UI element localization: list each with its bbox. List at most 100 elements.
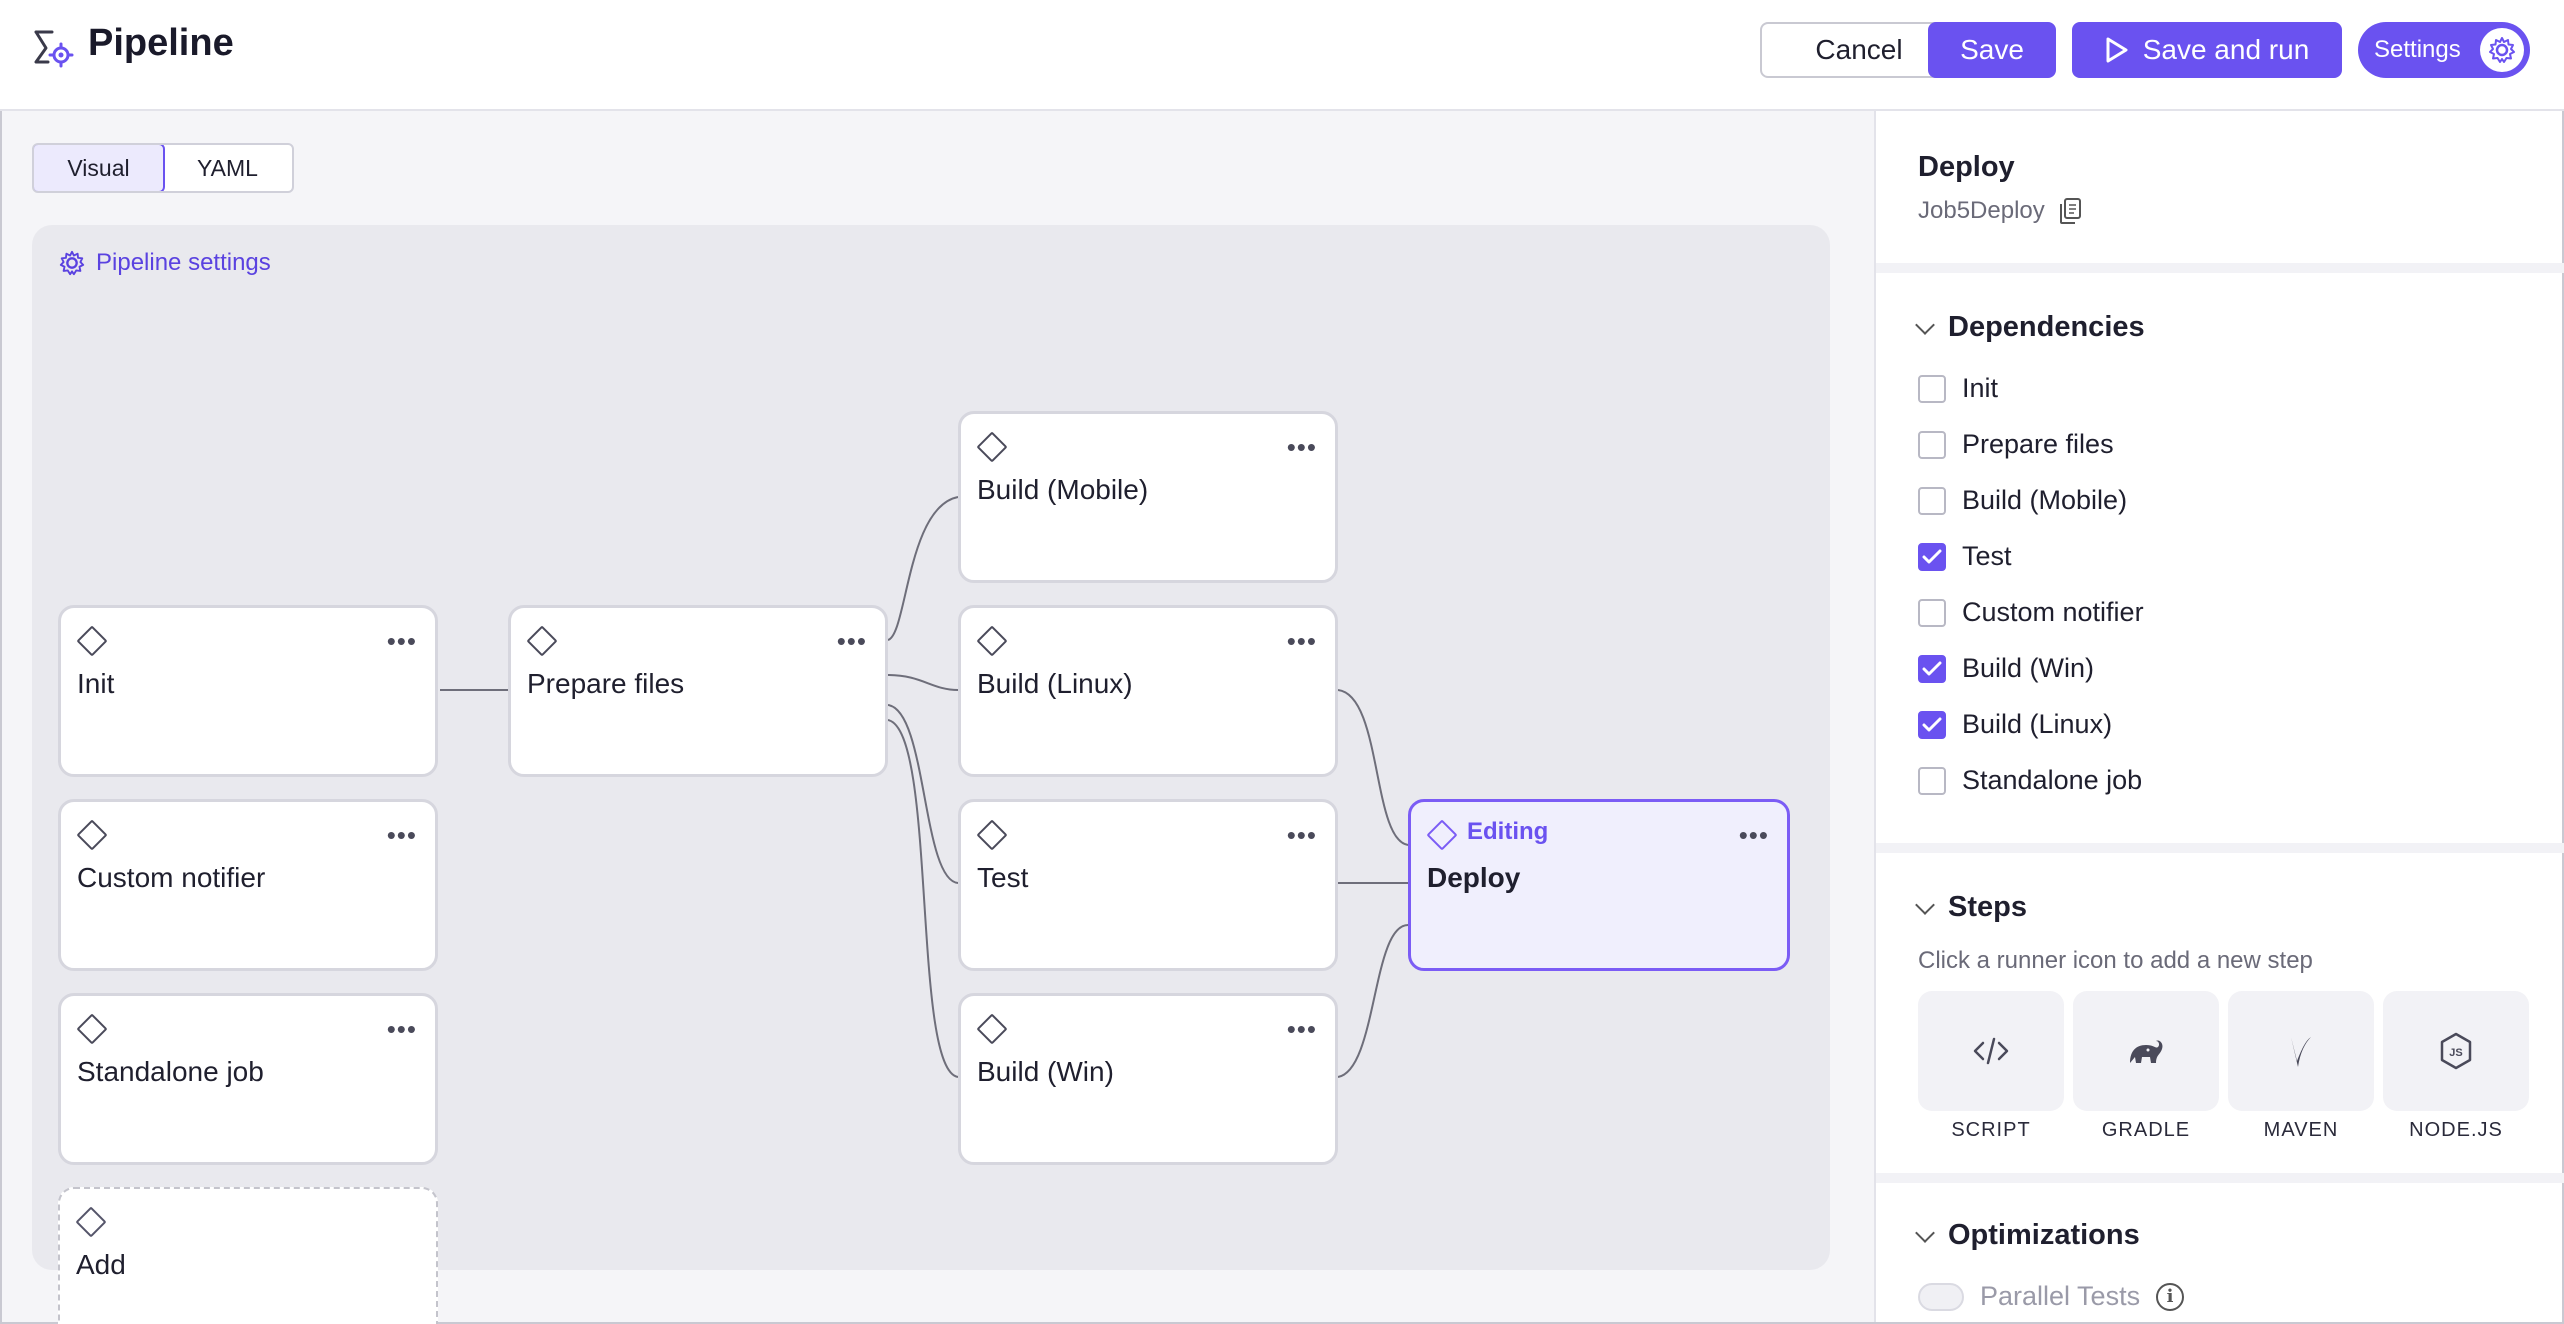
save-button[interactable]: Save bbox=[1928, 22, 2056, 78]
runner-label: GRADLE bbox=[2101, 1119, 2191, 1141]
section-heading: Optimizations bbox=[1948, 1219, 2140, 1251]
edge-prepare-mobile bbox=[887, 496, 959, 641]
more-options-icon[interactable]: ••• bbox=[1286, 432, 1317, 462]
diamond-icon bbox=[1426, 819, 1458, 851]
job-card-build-linux[interactable]: ••• Build (Linux) bbox=[958, 605, 1338, 777]
job-name: Deploy bbox=[1427, 862, 1521, 893]
diamond-icon bbox=[76, 625, 108, 657]
nodejs-icon: JS bbox=[2440, 1032, 2472, 1070]
edge-win-deploy bbox=[1337, 924, 1409, 1078]
editing-badge: Editing bbox=[1467, 818, 1549, 845]
job-card-prepare-files[interactable]: ••• Prepare files bbox=[508, 605, 888, 777]
job-card-test[interactable]: ••• Test bbox=[958, 799, 1338, 971]
dependency-item-standalone-job[interactable]: Standalone job bbox=[1918, 765, 2142, 796]
dependency-label: Build (Mobile) bbox=[1962, 485, 2128, 515]
dependency-label: Build (Win) bbox=[1962, 653, 2095, 683]
top-bar: Pipeline Cancel Save Save and run Settin… bbox=[0, 0, 2564, 111]
section-heading: Steps bbox=[1948, 891, 2027, 923]
save-and-run-label: Save and run bbox=[2142, 34, 2310, 65]
runner-gradle-button[interactable] bbox=[2073, 991, 2219, 1111]
checkbox[interactable] bbox=[1918, 430, 1946, 459]
dependency-label: Custom notifier bbox=[1962, 597, 2144, 627]
checkbox[interactable] bbox=[1918, 374, 1946, 403]
diamond-icon bbox=[976, 625, 1008, 657]
job-name: Init bbox=[77, 668, 115, 699]
job-settings-panel: Deploy Job5Deploy Dependencies Init Prep… bbox=[1874, 111, 2564, 1322]
tab-visual[interactable]: Visual bbox=[34, 145, 165, 191]
more-options-icon[interactable]: ••• bbox=[1286, 820, 1317, 850]
job-name: Standalone job bbox=[77, 1056, 264, 1087]
job-card-standalone-job[interactable]: ••• Standalone job bbox=[58, 993, 438, 1165]
dependency-item-init[interactable]: Init bbox=[1918, 373, 1998, 404]
gradle-icon bbox=[2130, 1040, 2163, 1063]
more-options-icon[interactable]: ••• bbox=[386, 1014, 417, 1044]
diamond-icon bbox=[76, 1013, 108, 1045]
play-icon bbox=[2106, 37, 2128, 63]
add-job-card[interactable]: Add bbox=[58, 1187, 438, 1324]
info-icon[interactable]: i bbox=[2156, 1282, 2185, 1311]
dependency-edges bbox=[440, 496, 1409, 1078]
settings-label: Settings bbox=[2374, 36, 2461, 63]
checkbox-checked[interactable] bbox=[1918, 542, 1946, 571]
more-options-icon[interactable]: ••• bbox=[1286, 1014, 1317, 1044]
job-name: Build (Linux) bbox=[977, 668, 1133, 699]
job-card-init[interactable]: ••• Init bbox=[58, 605, 438, 777]
dependency-item-build-mobile[interactable]: Build (Mobile) bbox=[1918, 485, 2127, 516]
panel-title: Deploy bbox=[1918, 151, 2015, 183]
diamond-icon bbox=[976, 1013, 1008, 1045]
runner-maven-button[interactable] bbox=[2228, 991, 2374, 1111]
checkbox[interactable] bbox=[1918, 766, 1946, 795]
job-card-deploy[interactable]: Editing ••• Deploy bbox=[1408, 799, 1790, 971]
parallel-tests-row: Parallel Tests i bbox=[1918, 1281, 2185, 1312]
job-card-custom-notifier[interactable]: ••• Custom notifier bbox=[58, 799, 438, 971]
more-options-icon[interactable]: ••• bbox=[836, 626, 867, 656]
section-heading: Dependencies bbox=[1948, 311, 2145, 343]
parallel-tests-label: Parallel Tests bbox=[1980, 1281, 2141, 1311]
svg-text:JS: JS bbox=[2449, 1047, 2462, 1059]
checkbox-checked[interactable] bbox=[1918, 654, 1946, 683]
diamond-icon bbox=[76, 819, 108, 851]
pipeline-canvas: Pipeline settings ••• Init ••• Custom n bbox=[32, 225, 1830, 1324]
job-id-row: Job5Deploy bbox=[1918, 197, 2083, 225]
job-card-build-win[interactable]: ••• Build (Win) bbox=[958, 993, 1338, 1165]
parallel-tests-toggle[interactable] bbox=[1918, 1282, 1964, 1311]
more-options-icon[interactable]: ••• bbox=[386, 626, 417, 656]
steps-section-toggle[interactable]: Steps bbox=[1915, 891, 2027, 924]
checkbox[interactable] bbox=[1918, 598, 1946, 627]
more-options-icon[interactable]: ••• bbox=[1738, 820, 1769, 850]
job-card-build-mobile[interactable]: ••• Build (Mobile) bbox=[958, 411, 1338, 583]
copy-icon[interactable] bbox=[2057, 197, 2083, 225]
code-icon bbox=[1973, 1037, 2009, 1065]
more-options-icon[interactable]: ••• bbox=[1286, 626, 1317, 656]
section-divider bbox=[1876, 1173, 2564, 1183]
checkbox-checked[interactable] bbox=[1918, 710, 1946, 739]
diamond-icon bbox=[976, 431, 1008, 463]
gear-icon bbox=[2480, 28, 2524, 72]
job-name: Test bbox=[977, 862, 1029, 893]
dependency-label: Standalone job bbox=[1962, 765, 2143, 795]
dependency-item-test[interactable]: Test bbox=[1918, 541, 2012, 572]
dependency-label: Test bbox=[1962, 541, 2012, 571]
save-and-run-button[interactable]: Save and run bbox=[2072, 22, 2342, 78]
dependency-item-build-win[interactable]: Build (Win) bbox=[1918, 653, 2094, 684]
tab-yaml[interactable]: YAML bbox=[197, 154, 258, 181]
dependency-item-build-linux[interactable]: Build (Linux) bbox=[1918, 709, 2112, 740]
checkmark-icon bbox=[1922, 661, 1942, 675]
optimizations-section-toggle[interactable]: Optimizations bbox=[1915, 1219, 2140, 1252]
runner-label: SCRIPT bbox=[1951, 1119, 2031, 1141]
dependency-label: Build (Linux) bbox=[1962, 709, 2113, 739]
more-options-icon[interactable]: ••• bbox=[386, 820, 417, 850]
dependency-item-custom-notifier[interactable]: Custom notifier bbox=[1918, 597, 2144, 628]
diamond-icon bbox=[75, 1206, 107, 1238]
pipeline-settings-link[interactable]: Pipeline settings bbox=[58, 249, 271, 277]
edge-prepare-test bbox=[887, 704, 959, 884]
dependencies-section-toggle[interactable]: Dependencies bbox=[1915, 311, 2145, 344]
cancel-button[interactable]: Cancel bbox=[1760, 22, 1958, 78]
job-id: Job5Deploy bbox=[1918, 197, 2045, 224]
checkbox[interactable] bbox=[1918, 486, 1946, 515]
settings-button[interactable]: Settings bbox=[2358, 22, 2530, 78]
runner-nodejs-button[interactable]: JS bbox=[2383, 991, 2529, 1111]
runner-script-button[interactable] bbox=[1918, 991, 2064, 1111]
dependency-item-prepare-files[interactable]: Prepare files bbox=[1918, 429, 2114, 460]
checkmark-icon bbox=[1922, 717, 1942, 731]
